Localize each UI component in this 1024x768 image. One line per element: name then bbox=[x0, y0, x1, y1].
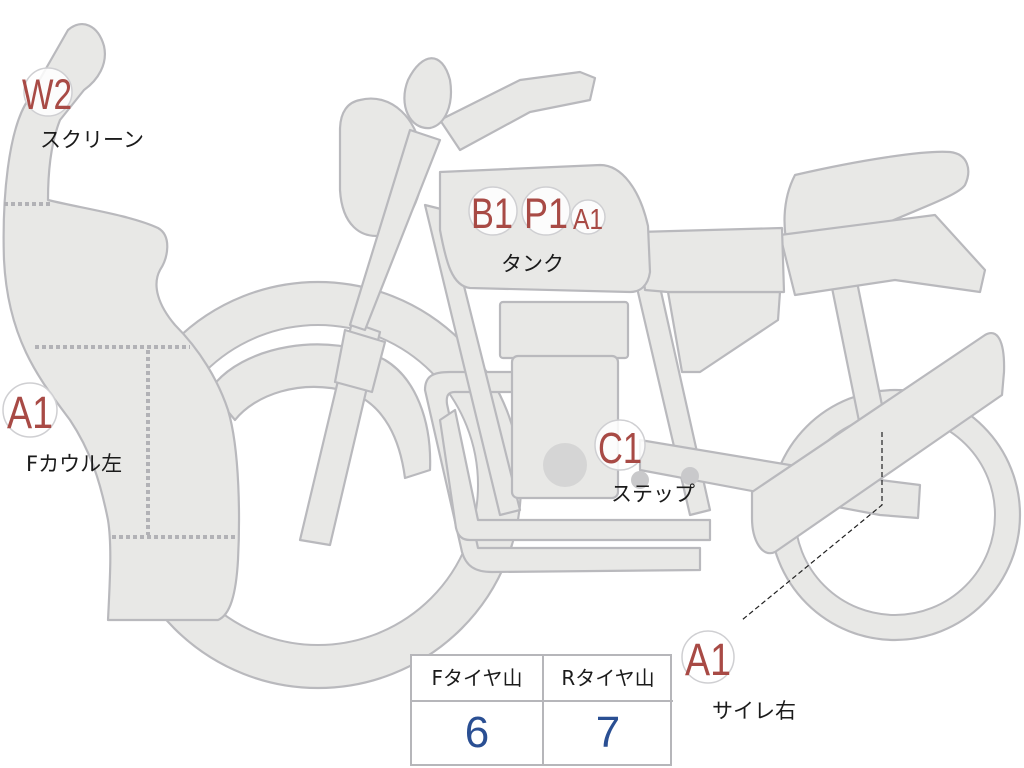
tail-cowl bbox=[778, 213, 987, 297]
marker-label: ステップ bbox=[611, 482, 695, 506]
frame-downtube bbox=[423, 203, 522, 517]
marker-label: スクリーン bbox=[40, 128, 144, 152]
marker-label: サイレ右 bbox=[712, 699, 796, 723]
engine bbox=[498, 300, 630, 500]
rear-tire-header: Rタイヤ山 bbox=[543, 656, 673, 702]
marker-label: タンク bbox=[501, 252, 564, 276]
frame-loop-inner bbox=[438, 408, 712, 542]
front-tire-header: Fタイヤ山 bbox=[412, 656, 542, 702]
rear-tire-column: Rタイヤ山 7 bbox=[543, 656, 673, 764]
marker-step: C1 ステップ bbox=[594, 419, 695, 506]
marker-code: A1 bbox=[573, 204, 603, 236]
marker-code: A1 bbox=[7, 387, 53, 438]
rear-tire-value: 7 bbox=[595, 708, 621, 757]
side-cover bbox=[666, 290, 782, 374]
front-tire-value: 6 bbox=[464, 708, 490, 757]
cowl-seams bbox=[4, 202, 236, 539]
footpeg bbox=[631, 467, 699, 489]
turn-signal bbox=[403, 57, 453, 130]
marker-code: P1 bbox=[524, 190, 568, 238]
seat-base bbox=[636, 226, 786, 294]
tire-tread-table: Fタイヤ山 6 Rタイヤ山 7 bbox=[410, 654, 673, 766]
fork-lower bbox=[333, 328, 387, 394]
marker-front-cowl-left: A1 Fカウル左 bbox=[2, 382, 122, 476]
muffler-leader-line bbox=[741, 432, 883, 621]
marker-code: A1 bbox=[685, 634, 731, 685]
marker-screen: W2 スクリーン bbox=[22, 67, 144, 152]
front-tire-column: Fタイヤ山 6 bbox=[412, 656, 544, 764]
muffler bbox=[750, 332, 1006, 555]
marker-label: Fカウル左 bbox=[26, 452, 122, 476]
marker-code: B1 bbox=[471, 190, 513, 238]
marker-muffler-right: A1 サイレ右 bbox=[681, 630, 796, 723]
marker-code: C1 bbox=[598, 424, 642, 473]
frame-backbone bbox=[438, 70, 597, 152]
marker-tank: B1 P1 A1 タンク bbox=[468, 186, 606, 276]
frame-loop-outer bbox=[423, 370, 702, 574]
steering-stem bbox=[348, 128, 442, 332]
marker-code: W2 bbox=[22, 71, 72, 119]
